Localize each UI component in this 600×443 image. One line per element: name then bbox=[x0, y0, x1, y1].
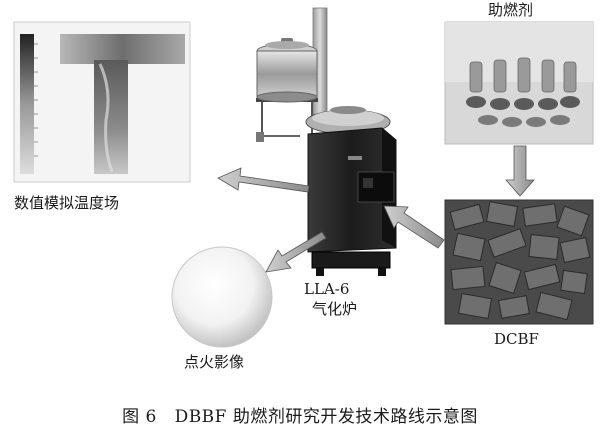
figure-caption: 图 6 DBBF 助燃剂研究开发技术路线示意图 bbox=[0, 402, 600, 427]
label-ignition: 点火影像 bbox=[184, 353, 245, 371]
figure-number: 图 6 bbox=[122, 407, 157, 427]
label-briquette: DCBF bbox=[494, 330, 539, 348]
arrow-stove-to-ignition bbox=[265, 231, 327, 273]
arrow-briquette-to-stove bbox=[383, 205, 445, 249]
label-stove-name: 气化炉 bbox=[312, 300, 358, 318]
simulation-image bbox=[13, 21, 191, 183]
briquette-image bbox=[444, 199, 594, 325]
label-stove-model: LLA-6 bbox=[304, 280, 350, 298]
additive-image bbox=[444, 21, 594, 145]
sim-horizontal-duct bbox=[60, 34, 185, 64]
label-simulation: 数值模拟温度场 bbox=[14, 194, 120, 212]
label-additive: 助燃剂 bbox=[488, 1, 534, 19]
figure-title: DBBF 助燃剂研究开发技术路线示意图 bbox=[174, 407, 478, 427]
side-pot bbox=[256, 50, 318, 98]
arrow-stove-to-simulation bbox=[217, 167, 310, 193]
color-scale-bar bbox=[20, 34, 34, 174]
arrow-additive-to-briquette bbox=[505, 145, 535, 197]
ignition-image bbox=[171, 246, 273, 348]
gasifier-stove-image bbox=[256, 7, 397, 276]
sim-vertical-duct bbox=[94, 60, 128, 174]
